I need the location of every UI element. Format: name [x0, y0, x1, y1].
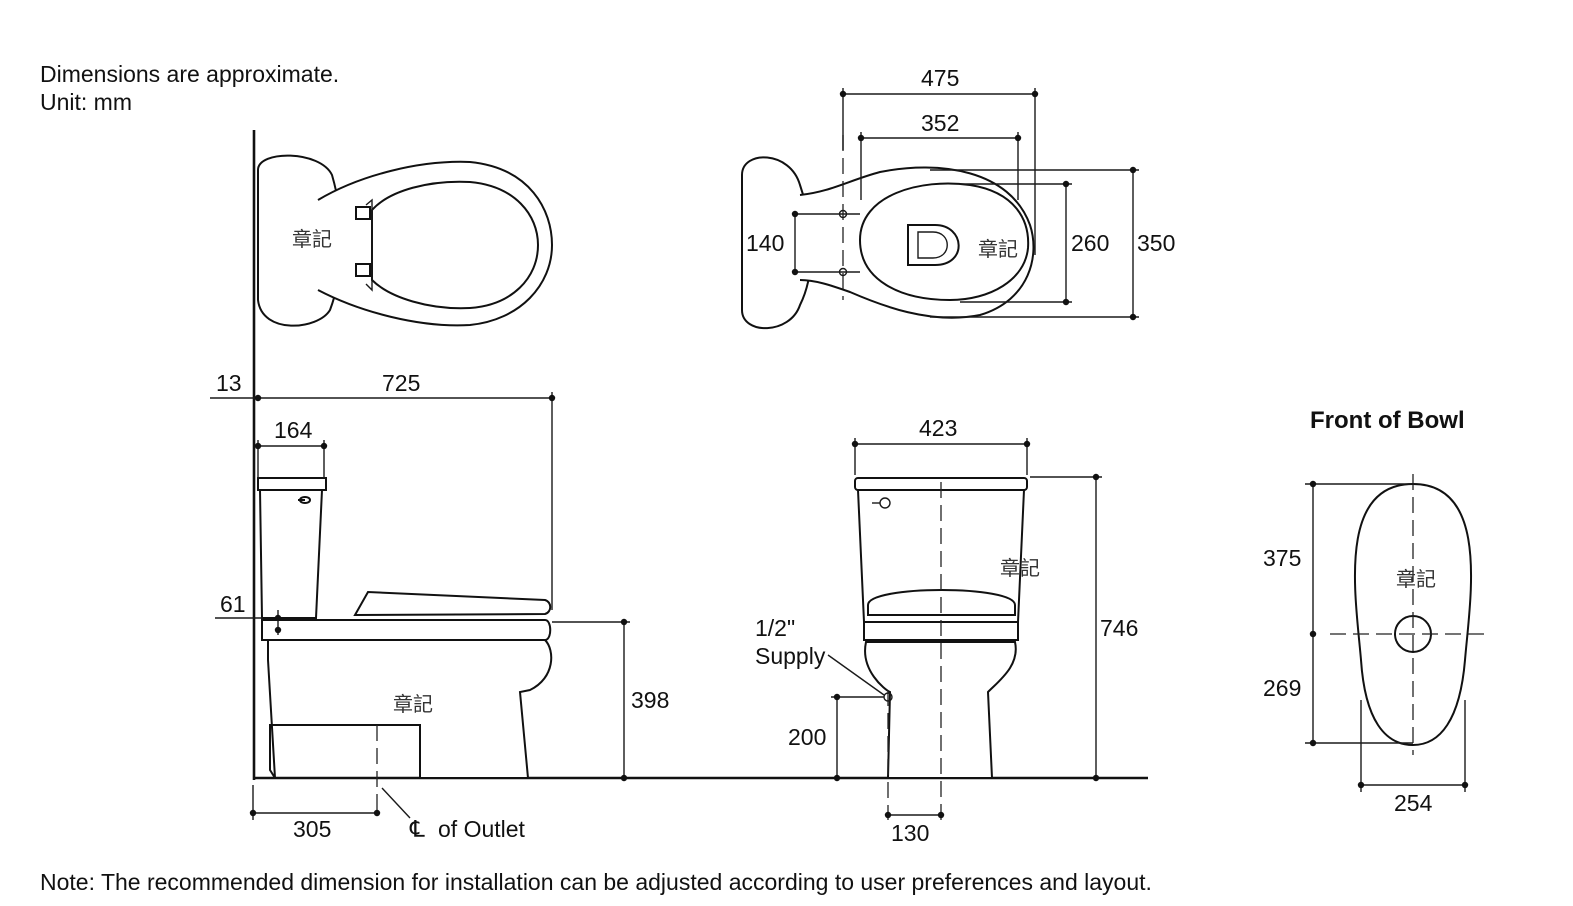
- label-140: 140: [746, 230, 784, 256]
- label-13: 13: [216, 370, 242, 396]
- watermark-4: 章記: [393, 692, 433, 716]
- label-164: 164: [274, 417, 313, 443]
- label-254: 254: [1394, 790, 1433, 816]
- seat-lid-outline: [371, 180, 540, 310]
- label-61: 61: [220, 591, 246, 617]
- label-260: 260: [1071, 230, 1109, 256]
- hinge-bar: [365, 198, 373, 292]
- header-approximate-note: Dimensions are approximate.: [40, 61, 340, 87]
- tank-body-side: [258, 489, 324, 619]
- tank-lid-side: [257, 477, 327, 491]
- header-unit-note: Unit: mm: [40, 89, 132, 115]
- installation-note: Note: The recommended dimension for inst…: [40, 869, 1152, 895]
- centerline-symbol: ℄: [409, 816, 425, 842]
- front-view: [827, 438, 1102, 820]
- label-supply-size: 1/2": [755, 615, 795, 641]
- watermark-3: 章記: [1000, 556, 1040, 580]
- label-398: 398: [631, 687, 669, 713]
- hinge-bottom: [355, 263, 371, 277]
- watermark-5: 章記: [1396, 567, 1436, 591]
- label-of-outlet: of Outlet: [438, 816, 526, 842]
- label-725: 725: [382, 370, 420, 396]
- brand-logo-inner: [917, 231, 948, 259]
- outlet-leader: [381, 787, 411, 819]
- label-375: 375: [1263, 545, 1301, 571]
- label-305: 305: [293, 816, 331, 842]
- label-352: 352: [921, 110, 959, 136]
- bowl-view-title: Front of Bowl: [1310, 407, 1465, 434]
- bowl-body-side: [267, 639, 553, 779]
- brand-logo-shape: [907, 224, 960, 266]
- flush-lever-side: [298, 496, 312, 504]
- seat-lid-side: [353, 590, 552, 617]
- supply-leader: [827, 654, 885, 696]
- watermark-1: 章記: [292, 227, 332, 251]
- label-130: 130: [891, 820, 929, 846]
- label-supply: Supply: [755, 643, 826, 669]
- bowl-body-front: [864, 641, 1017, 779]
- label-269: 269: [1263, 675, 1301, 701]
- label-746: 746: [1100, 615, 1138, 641]
- seat-ring-side: [261, 619, 552, 641]
- bowl-front-view: [1305, 474, 1485, 792]
- watermark-2: 章記: [978, 237, 1018, 261]
- label-200: 200: [788, 724, 826, 750]
- top-view-left: [252, 130, 554, 780]
- side-view: [210, 392, 1148, 820]
- hinge-top: [355, 206, 371, 220]
- top-view-right: [741, 88, 1139, 330]
- label-350: 350: [1137, 230, 1175, 256]
- label-475: 475: [921, 65, 959, 91]
- label-423: 423: [919, 415, 957, 441]
